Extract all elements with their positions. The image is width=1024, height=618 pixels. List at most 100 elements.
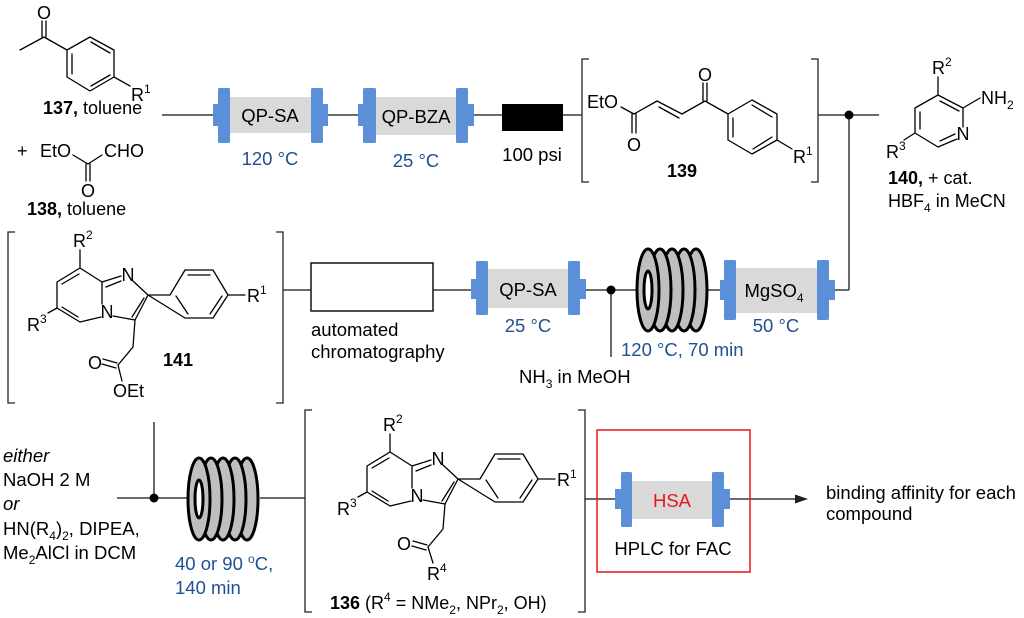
compound-140-caption: 140, + cat. (888, 168, 973, 188)
reagent-option-1: NaOH 2 M (3, 469, 90, 490)
compound-140-bonds (903, 76, 981, 148)
coil-reactor-120: 120 °C, 70 min (621, 247, 744, 360)
atom-label-eto: EtO (40, 141, 71, 161)
compound-136-caption: 136 (R4 = NMe2, NPr2, OH) (330, 590, 547, 617)
atom-label-oxygen: O (37, 3, 51, 23)
bracket-left (304, 409, 312, 613)
plus-sign: + (17, 141, 28, 161)
chromatography-box (310, 262, 434, 312)
atom-label-nitrogen: N (101, 302, 114, 322)
column-body (736, 268, 817, 313)
column-qp-bza-25: QP-BZA 25 °C (358, 88, 474, 171)
atom-label-r3: R3 (337, 496, 357, 519)
column-fitting (579, 279, 586, 299)
automated-chromatography-unit: automated chromatography (310, 262, 445, 362)
atom-label-r1: R1 (557, 467, 577, 490)
catalyst-label: HBF4 in MeCN (888, 191, 1006, 215)
atom-label-oxygen: O (698, 65, 712, 85)
column-end-cap (456, 88, 468, 143)
column-body (376, 97, 456, 135)
compound-141-caption: 141 (163, 350, 193, 370)
reagent-either: either (3, 445, 50, 466)
compound-139: EtO O O R1 139 (581, 58, 819, 183)
bpr-block (502, 104, 563, 131)
atom-label-r3: R3 (27, 312, 47, 335)
column-temperature: 120 °C (242, 148, 299, 169)
atom-label-oet: OEt (113, 381, 144, 401)
column-fitting (213, 104, 219, 126)
compound-138-bonds (72, 154, 103, 182)
atom-label-r2: R2 (383, 412, 403, 435)
coil-opening (642, 269, 654, 311)
mixing-junction (149, 493, 159, 503)
column-qp-sa-120: QP-SA 120 °C (213, 88, 328, 169)
column-label: QP-SA (241, 105, 299, 126)
coil-opening (193, 478, 205, 520)
column-mgso4-50: MgSO4 50 °C (720, 260, 835, 336)
column-end-cap (476, 261, 488, 315)
coil-reactor-140min: 40 or 90 oC, 140 min (175, 456, 273, 598)
column-temperature: 50 °C (753, 315, 799, 336)
column-end-cap (363, 88, 376, 143)
atom-label-nitrogen: N (957, 124, 970, 144)
compound-141-bonds (47, 249, 246, 382)
chromatography-label-line2: chromatography (311, 341, 445, 362)
mixing-junction (844, 110, 854, 120)
atom-label-nitrogen: N (122, 265, 135, 285)
column-temperature: 25 °C (505, 315, 551, 336)
column-fitting (828, 280, 835, 300)
compound-137: O R1 137, toluene (19, 3, 151, 118)
coil-conditions-line1: 40 or 90 oC, (175, 552, 273, 574)
atom-label-nh2: NH2 (981, 88, 1014, 112)
column-label: QP-SA (499, 279, 557, 300)
compound-137-bonds (19, 20, 131, 92)
compound-138-caption: 138, toluene (27, 199, 126, 219)
atom-label-r2: R2 (932, 55, 952, 78)
compound-141: R2 N N R1 R3 O OEt 141 (7, 228, 284, 404)
column-end-cap (817, 260, 829, 320)
ammonia-reagent: NH3 in MeOH (519, 366, 631, 391)
compound-139-caption: 139 (667, 161, 697, 181)
bracket-right (578, 409, 586, 613)
mixing-junction (606, 285, 616, 295)
column-end-cap (621, 472, 632, 527)
atom-label-r1: R1 (247, 283, 267, 306)
atom-label-oxygen: O (88, 353, 102, 373)
column-fitting (471, 279, 477, 299)
bpr-pressure: 100 psi (502, 144, 562, 165)
compound-138: + EtO CHO O 138, toluene (17, 141, 144, 219)
atom-label-oxygen: O (627, 135, 641, 155)
column-end-cap (712, 472, 724, 527)
flow-line-top (162, 114, 879, 291)
compound-137-caption: 137, toluene (43, 98, 142, 118)
reagent-option-2-line2: Me2AlCl in DCM (3, 542, 136, 567)
bracket-left (7, 231, 15, 404)
atom-label-cho: CHO (104, 141, 144, 161)
atom-label-oxygen: O (81, 181, 95, 201)
hplc-fac-unit: HSA HPLC for FAC (596, 429, 751, 573)
reagent-option-2-line1: HN(R4)2, DIPEA, (3, 518, 140, 543)
compound-140: R2 NH2 N R3 140, + cat. HBF4 in MeCN (886, 55, 1014, 215)
bracket-right (811, 58, 819, 183)
hsa-column-label: HSA (653, 490, 692, 511)
atom-label-r4: R4 (427, 561, 447, 584)
atom-label-r3: R3 (886, 139, 906, 162)
column-body (488, 269, 568, 308)
atom-label-oxygen: O (397, 534, 411, 554)
coil-conditions: 120 °C, 70 min (621, 339, 744, 360)
highlight-box (596, 429, 751, 573)
reagent-or: or (3, 493, 20, 514)
compound-136-bonds (357, 433, 556, 564)
bracket-right (276, 231, 284, 404)
column-qp-sa-25: QP-SA 25 °C (471, 261, 586, 336)
atom-label-eto: EtO (587, 92, 618, 112)
atom-label-r1: R1 (131, 82, 151, 105)
column-end-cap (724, 260, 736, 320)
column-fitting (322, 104, 328, 126)
column-fitting (358, 104, 364, 126)
atom-label-r1: R1 (793, 144, 813, 167)
column-body (632, 481, 712, 519)
arrow-head-icon (795, 494, 808, 504)
amidation-reagents: either NaOH 2 M or HN(R4)2, DIPEA, Me2Al… (3, 445, 140, 567)
